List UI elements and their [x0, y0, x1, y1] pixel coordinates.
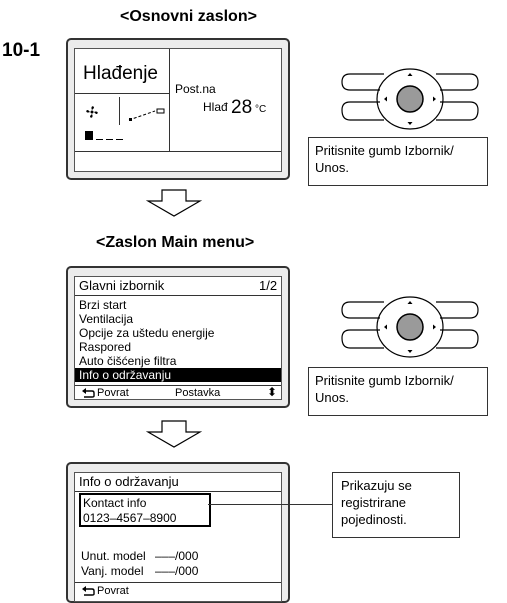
back-icon-2 [82, 586, 95, 596]
indoor-model-value: –––/000 [155, 549, 199, 563]
menu-item-schedule[interactable]: Raspored [79, 340, 132, 354]
fan-icon [86, 106, 98, 118]
menu-item-ventilation[interactable]: Ventilacija [79, 312, 134, 326]
main-menu-panel: Glavni izbornik 1/2 Brzi start Ventilaci… [66, 266, 290, 408]
heading-basic-screen: <Osnovni zaslon> [120, 8, 257, 25]
contact-phone: 0123–4567–8900 [83, 511, 177, 525]
louver-icon [128, 108, 165, 121]
maintenance-display: Info o održavanju Kontact info 0123–4567… [74, 472, 282, 602]
footer-back-label-2: Povrat [97, 585, 129, 597]
control-buttons-1 [341, 68, 479, 130]
menu-title: Glavni izbornik [79, 278, 165, 293]
menu-page-indicator: 1/2 [259, 278, 278, 293]
step-number: 10-1 [2, 40, 41, 61]
heading-main-menu-screen: <Zaslon Main menu> [96, 234, 255, 251]
callout-press-menu-2: Pritisnite gumb Izbornik/ Unos. [308, 367, 488, 416]
setpoint-label: Post.na [175, 82, 216, 96]
menu-item-selected-highlight [75, 368, 281, 382]
temperature-unit: °C [255, 104, 267, 115]
contact-info-box: Kontact info 0123–4567–8900 [79, 493, 211, 527]
control-buttons-2 [341, 296, 479, 358]
footer-back-label: Povrat [97, 387, 129, 399]
basic-screen-panel: Hlađenje Post.na Hlađ 28 °C [66, 38, 290, 180]
indoor-model-label: Unut. model [81, 549, 146, 563]
basic-screen-display: Hlađenje Post.na Hlađ 28 °C [74, 48, 282, 172]
down-arrow-icon-2 [146, 420, 202, 448]
setpoint-mode: Hlađ [203, 100, 228, 114]
maintenance-panel: Info o održavanju Kontact info 0123–4567… [66, 462, 290, 603]
callout-connector [208, 504, 332, 505]
callout-registered-details: Prikazuju se registrirane pojedinosti. [332, 472, 460, 538]
menu-item-quick-start[interactable]: Brzi start [79, 298, 127, 312]
back-icon [82, 388, 95, 398]
mode-text: Hlađenje [83, 63, 158, 84]
maintenance-title: Info o održavanju [79, 474, 179, 489]
outdoor-model-label: Vanj. model [81, 564, 144, 578]
main-menu-display: Glavni izbornik 1/2 Brzi start Ventilaci… [74, 276, 282, 400]
footer-setting-label: Postavka [175, 387, 221, 399]
outdoor-model-value: –––/000 [155, 564, 199, 578]
menu-item-energy-saving[interactable]: Opcije za uštedu energije [79, 326, 215, 340]
fan-speed-icon [85, 131, 123, 141]
down-arrow-icon [146, 189, 202, 217]
temperature-value: 28 [231, 97, 253, 118]
menu-item-maintenance-info[interactable]: Info o održavanju [79, 368, 172, 382]
contact-info-label: Kontact info [83, 496, 147, 510]
menu-item-filter-auto-clean[interactable]: Auto čišćenje filtra [79, 354, 177, 368]
callout-press-menu-1: Pritisnite gumb Izbornik/ Unos. [308, 137, 488, 186]
footer-updown-icon: ⬍ [267, 385, 278, 399]
